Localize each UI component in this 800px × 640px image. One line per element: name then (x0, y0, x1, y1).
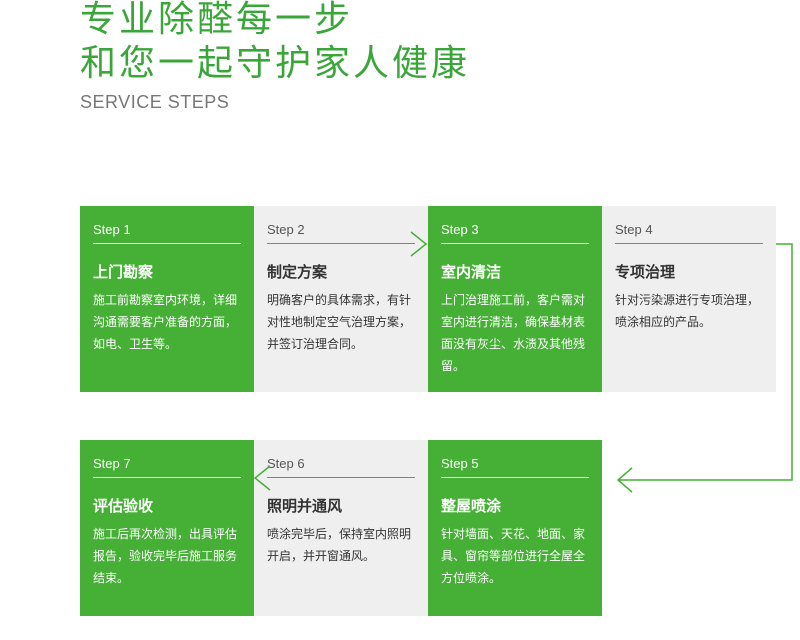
step-label: Step 7 (93, 457, 241, 478)
step-title: 专项治理 (615, 263, 676, 281)
step-title: 室内清洁 (441, 263, 502, 281)
step-title: 评估验收 (93, 497, 154, 515)
step-card-4: Step 4 专项治理 针对污染源进行专项治理，喷涂相应的产品。 (602, 206, 776, 392)
step-description: 明确客户的具体需求，有针对性地制定空气治理方案，并签订治理合同。 (267, 293, 412, 351)
step-description: 施工后再次检测，出具评估报告，验收完毕后施工服务结束。 (93, 527, 238, 585)
step-description: 施工前勘察室内环境，详细沟通需要客户准备的方面，如电、卫生等。 (93, 293, 238, 351)
step-label: Step 1 (93, 223, 241, 244)
step-description: 针对墙面、天花、地面、家具、窗帘等部位进行全屋全方位喷涂。 (441, 527, 586, 585)
chevron-right-icon (584, 231, 602, 257)
step-card-7: Step 7 评估验收 施工后再次检测，出具评估报告，验收完毕后施工服务结束。 (80, 440, 254, 616)
step-label: Step 4 (615, 223, 763, 244)
step-description: 针对污染源进行专项治理，喷涂相应的产品。 (615, 293, 760, 329)
chevron-left-icon (616, 467, 633, 493)
step-card-5: Step 5 整屋喷涂 针对墙面、天花、地面、家具、窗帘等部位进行全屋全方位喷涂… (428, 440, 602, 616)
step-card-2: Step 2 制定方案 明确客户的具体需求，有针对性地制定空气治理方案，并签订治… (254, 206, 428, 392)
connector-line (618, 243, 793, 481)
step-title: 照明并通风 (267, 497, 343, 515)
step-label: Step 2 (267, 223, 415, 244)
step-description: 上门治理施工前，客户需对室内进行清洁，确保基材表面没有灰尘、水渍及其他残留。 (441, 293, 586, 373)
chevron-left-icon (253, 465, 271, 491)
step-title: 制定方案 (267, 263, 328, 281)
step-card-1: Step 1 上门勘察 施工前勘察室内环境，详细沟通需要客户准备的方面，如电、卫… (80, 206, 254, 392)
title-line-1: 专业除醛每一步 (80, 0, 354, 40)
chevron-left-icon (428, 465, 446, 491)
step-label: Step 6 (267, 457, 415, 478)
step-title: 上门勘察 (93, 263, 154, 281)
step-label: Step 5 (441, 457, 589, 478)
chevron-right-icon (410, 231, 428, 257)
step-card-6: Step 6 照明并通风 喷涂完毕后，保持室内照明开启，并开窗通风。 (254, 440, 428, 616)
step-title: 整屋喷涂 (441, 497, 502, 515)
step-card-3: Step 3 室内清洁 上门治理施工前，客户需对室内进行清洁，确保基材表面没有灰… (428, 206, 602, 392)
chevron-right-icon (236, 231, 254, 257)
step-label: Step 3 (441, 223, 589, 244)
step-description: 喷涂完毕后，保持室内照明开启，并开窗通风。 (267, 527, 412, 563)
subtitle: SERVICE STEPS (80, 92, 230, 112)
title-line-2: 和您一起守护家人健康 (80, 43, 471, 84)
